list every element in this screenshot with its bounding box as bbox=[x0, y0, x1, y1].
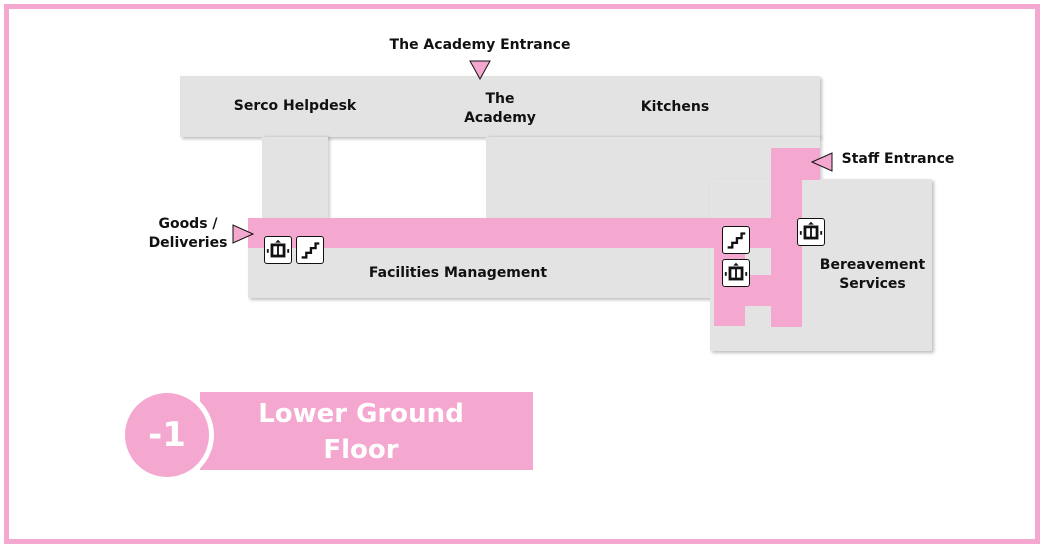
building-left-connector bbox=[262, 137, 328, 219]
lift-icon bbox=[264, 236, 292, 264]
kitchens-label: Kitchens bbox=[640, 99, 710, 115]
staff-entrance-label: Staff Entrance bbox=[841, 151, 955, 167]
bereavement-services-label: Bereavement Services bbox=[819, 257, 926, 292]
goods-entrance-marker-icon bbox=[232, 224, 254, 244]
floor-badge bbox=[120, 388, 214, 482]
goods-deliveries-label: Goods / Deliveries bbox=[148, 216, 228, 251]
academy-entrance-label: The Academy Entrance bbox=[389, 37, 571, 53]
building-top-wing bbox=[180, 76, 820, 137]
the-academy-label: The Academy bbox=[464, 91, 536, 126]
floor-banner bbox=[200, 392, 533, 470]
main-corridor bbox=[248, 218, 774, 248]
stairs-icon bbox=[296, 236, 324, 264]
staff-corridor bbox=[771, 148, 820, 180]
serco-helpdesk-label: Serco Helpdesk bbox=[233, 98, 357, 114]
facilities-management-label: Facilities Management bbox=[368, 265, 548, 281]
floor-number: -1 bbox=[148, 415, 186, 455]
stairs-icon bbox=[722, 226, 750, 254]
lift-icon bbox=[797, 218, 825, 246]
floor-name: Lower Ground Floor bbox=[258, 399, 464, 465]
academy-entrance-marker-icon bbox=[469, 60, 491, 80]
staff-entrance-marker-icon bbox=[811, 152, 833, 172]
lift-icon bbox=[722, 259, 750, 287]
